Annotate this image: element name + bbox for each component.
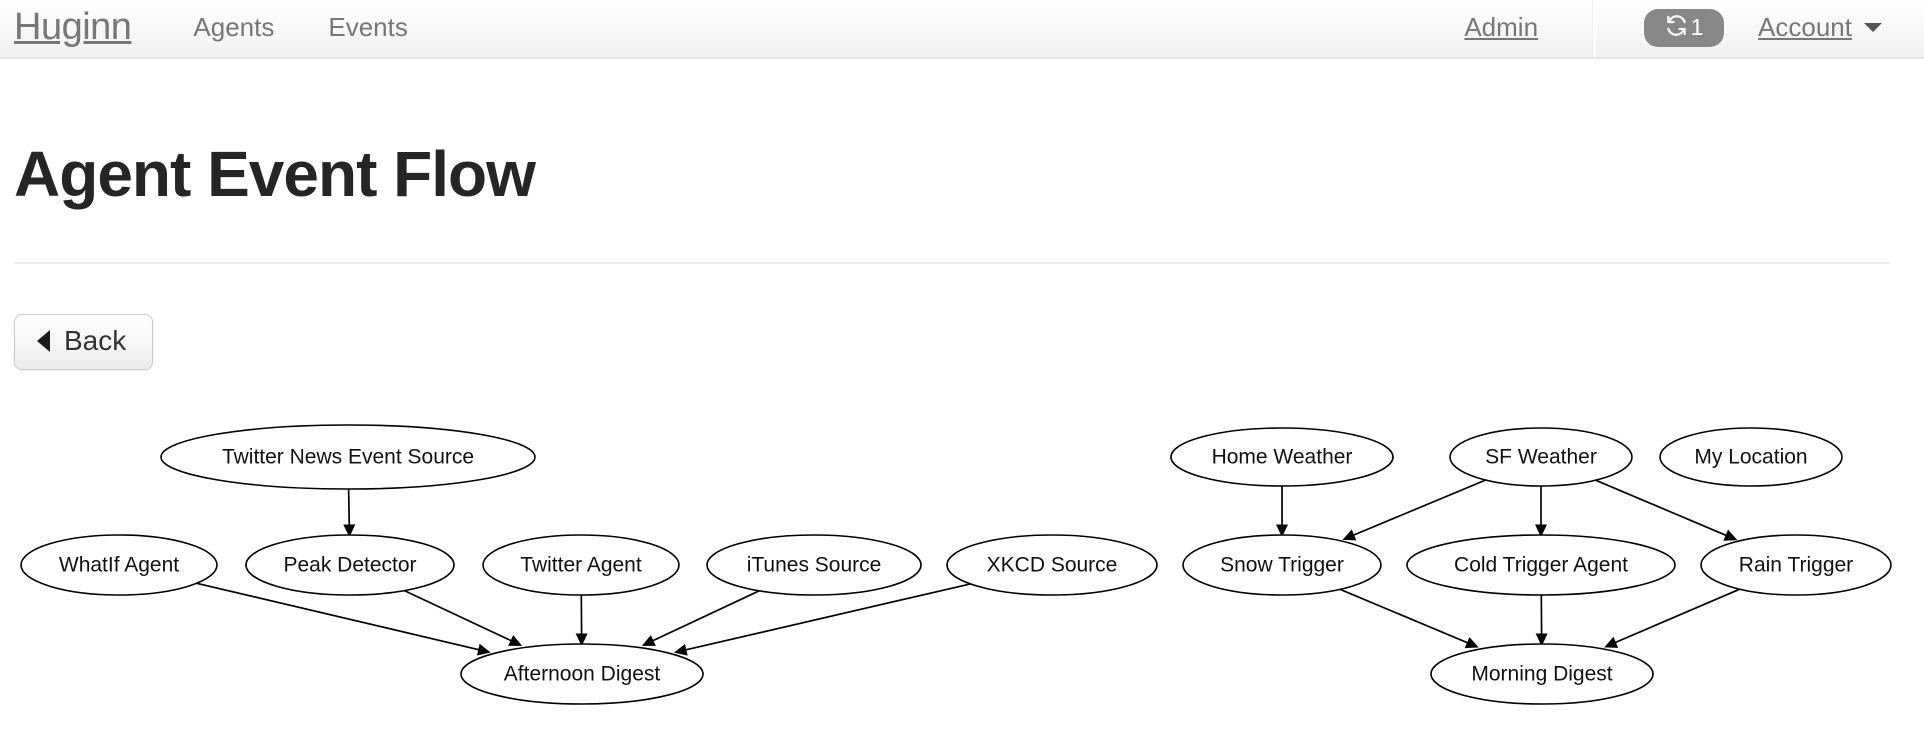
graph-node-label: WhatIf Agent	[59, 554, 179, 577]
back-button[interactable]: Back	[14, 314, 154, 370]
graph-node-label: Afternoon Digest	[504, 663, 661, 686]
graph-node-shape	[460, 643, 704, 705]
back-button-label: Back	[64, 325, 127, 356]
graph-edge-arrowhead	[508, 635, 523, 646]
graph-node-shape	[1182, 534, 1382, 596]
sync-icon	[1665, 14, 1688, 42]
worker-count: 1	[1690, 14, 1704, 40]
graph-edge-arrowhead	[1342, 529, 1357, 541]
graph-node-shape	[1700, 534, 1892, 596]
graph-node-label: Rain Trigger	[1739, 554, 1853, 577]
graph-edge	[1339, 588, 1479, 649]
graph-node-layer: Twitter News Event Source Home Weather SF …	[20, 424, 1892, 705]
graph-node-shape	[20, 534, 218, 596]
graph-node-sf_weather[interactable]: SF Weather	[1449, 427, 1633, 487]
graph-edge-arrowhead	[1604, 636, 1619, 648]
graph-edge	[404, 589, 523, 646]
graph-node-peak_detector[interactable]: Peak Detector	[245, 534, 455, 596]
agent-event-flow-graph: Twitter News Event Source Home Weather SF …	[0, 59, 1924, 754]
graph-node-shape	[1449, 427, 1633, 487]
graph-edge	[1535, 486, 1547, 538]
graph-node-label: Morning Digest	[1471, 663, 1612, 686]
graph-node-label: Snow Trigger	[1220, 554, 1344, 577]
graph-edge	[1595, 479, 1738, 541]
graph-edge-arrowhead	[1723, 529, 1738, 541]
graph-edge	[1342, 479, 1487, 541]
graph-node-xkcd_source[interactable]: XKCD Source	[946, 534, 1158, 596]
graph-node-shape	[245, 534, 455, 596]
graph-node-shape	[1659, 427, 1843, 487]
graph-node-shape	[1170, 427, 1394, 487]
primary-nav: Agents Events	[193, 12, 407, 45]
title-divider	[14, 262, 1890, 264]
graph-edge	[641, 590, 760, 646]
graph-node-label: Home Weather	[1212, 446, 1353, 469]
graph-node-snow_trigger[interactable]: Snow Trigger	[1182, 534, 1382, 596]
graph-node-label: Twitter Agent	[520, 554, 642, 577]
graph-edge-arrowhead	[476, 643, 491, 656]
graph-edge-arrowhead	[673, 644, 688, 656]
page-content: Agent Event Flow Back	[0, 59, 1924, 370]
graph-node-shape	[706, 534, 922, 596]
graph-node-label: Peak Detector	[283, 554, 416, 577]
graph-node-my_location[interactable]: My Location	[1659, 427, 1843, 487]
graph-node-shape	[160, 424, 536, 490]
nav-divider	[1592, 0, 1597, 57]
graph-edge	[1535, 594, 1548, 647]
graph-edge-arrowhead	[641, 635, 656, 646]
graph-edge	[1276, 486, 1288, 538]
graph-node-label: My Location	[1694, 446, 1807, 469]
graph-node-morning[interactable]: Morning Digest	[1430, 643, 1654, 705]
graph-node-label: Twitter News Event Source	[222, 446, 474, 469]
graph-node-rain_trigger[interactable]: Rain Trigger	[1700, 534, 1892, 596]
top-navbar: Huginn Agents Events Admin 1 Account	[0, 0, 1924, 59]
nav-link-admin[interactable]: Admin	[1464, 12, 1539, 42]
nav-link-events[interactable]: Events	[328, 12, 408, 42]
graph-node-whatif[interactable]: WhatIf Agent	[20, 534, 218, 596]
graph-node-label: XKCD Source	[987, 554, 1118, 577]
chevron-left-icon	[37, 330, 50, 352]
secondary-nav: Admin 1 Account	[1464, 0, 1924, 57]
graph-canvas: Twitter News Event Source Home Weather SF …	[20, 424, 1892, 705]
nav-link-agents[interactable]: Agents	[193, 12, 275, 42]
account-menu-label: Account	[1758, 12, 1852, 42]
page-title: Agent Event Flow	[14, 138, 536, 210]
graph-node-home_weather[interactable]: Home Weather	[1170, 427, 1394, 487]
graph-node-shape	[1430, 643, 1654, 705]
graph-node-shape	[1406, 534, 1676, 596]
graph-node-label: Cold Trigger Agent	[1454, 554, 1628, 577]
graph-node-afternoon[interactable]: Afternoon Digest	[460, 643, 704, 705]
account-menu[interactable]: Account	[1758, 12, 1882, 45]
graph-node-label: iTunes Source	[747, 554, 882, 577]
graph-node-twitter_news[interactable]: Twitter News Event Source	[160, 424, 536, 490]
chevron-down-icon	[1864, 23, 1882, 32]
brand-logo-huginn[interactable]: Huginn	[14, 5, 132, 48]
graph-node-shape	[946, 534, 1158, 596]
graph-node-itunes_source[interactable]: iTunes Source	[706, 534, 922, 596]
graph-edge	[1604, 588, 1741, 648]
graph-node-shape	[482, 534, 680, 596]
graph-edge-arrowhead	[1464, 637, 1479, 649]
graph-node-cold_trigger[interactable]: Cold Trigger Agent	[1406, 534, 1676, 596]
worker-status-badge[interactable]: 1	[1644, 8, 1725, 47]
graph-edge	[343, 488, 356, 538]
graph-node-twitter_agent[interactable]: Twitter Agent	[482, 534, 680, 596]
graph-edge	[575, 594, 588, 647]
graph-node-label: SF Weather	[1485, 446, 1597, 469]
